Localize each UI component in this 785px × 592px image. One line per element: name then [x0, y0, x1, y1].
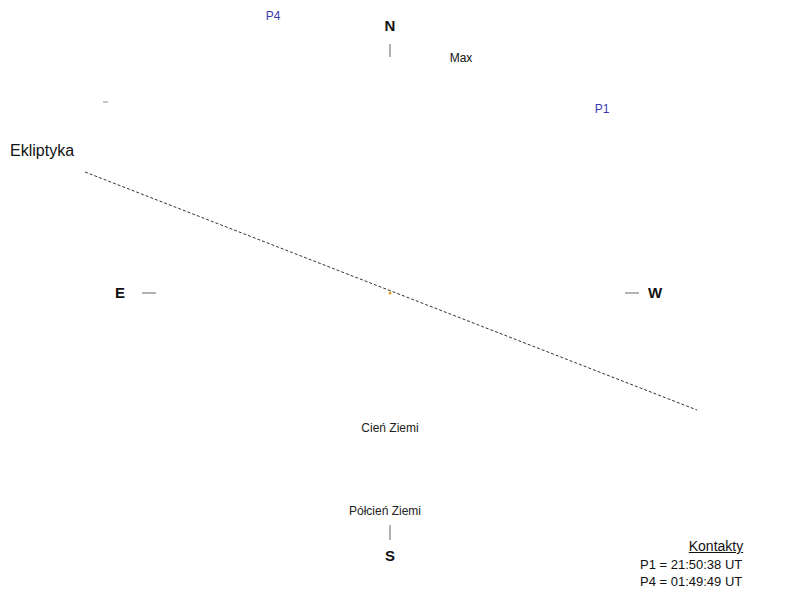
- label-holder: P4 = 01:49:49 UT: [640, 572, 742, 590]
- north-tick: [390, 44, 391, 57]
- moon-mare: [269, 38, 283, 48]
- penumbra-disc: [185, 88, 595, 498]
- moon-disc: [401, 65, 475, 139]
- penumbra-node: Półcień ZiemiCień Ziemi: [185, 88, 595, 498]
- moon-shape: [559, 120, 645, 206]
- moon-mare: [416, 74, 426, 82]
- moon-mare: [281, 62, 291, 76]
- moon-mare: [612, 175, 620, 183]
- contact-label: P4: [266, 9, 281, 23]
- moon-mare: [255, 42, 265, 50]
- penumbra-shape: [185, 88, 595, 498]
- compass-letter: E: [115, 284, 125, 301]
- moon-shape: [395, 59, 481, 145]
- note-text: P4 = 01:49:49 UT: [640, 574, 742, 589]
- moon-mare: [582, 167, 588, 175]
- moon-mare: [444, 78, 452, 90]
- moon-mare: [458, 102, 466, 112]
- moon-mare: [430, 70, 444, 80]
- contact-label: Max: [450, 51, 473, 65]
- umbra-disc: [274, 177, 506, 409]
- umbra-shape: [274, 177, 506, 409]
- contact-label: P1: [595, 102, 610, 116]
- moon-mare: [628, 173, 634, 179]
- moon-mare: [297, 70, 305, 80]
- label-holder: N: [385, 17, 396, 35]
- label-holder: Ekliptyka: [10, 142, 74, 160]
- moon-mare: [608, 139, 616, 151]
- moon-disc: [565, 126, 639, 200]
- moon-highland: [408, 96, 449, 137]
- text-holder: Półcień Ziemi: [349, 501, 421, 519]
- moon-mare: [442, 94, 452, 108]
- compass-letter: S: [385, 547, 395, 564]
- moon-highland: [247, 64, 287, 104]
- region-label: Cień Ziemi: [330, 420, 450, 436]
- moon-mare: [574, 151, 586, 161]
- east-tick: [142, 293, 156, 294]
- moon-mare: [594, 131, 608, 141]
- note-text: Kontakty: [689, 538, 743, 554]
- moon-mare: [448, 114, 456, 122]
- stray-tick: [103, 102, 108, 103]
- text-holder: Cień Ziemi: [330, 418, 450, 436]
- moon-shape: [235, 28, 319, 112]
- umbra-node: Cień Ziemi: [274, 177, 506, 409]
- ecliptic-line: [85, 172, 697, 410]
- moon-node: P1: [559, 120, 645, 206]
- moon-mare: [291, 56, 299, 64]
- moon-halo: [396, 60, 481, 145]
- center-dot: [389, 292, 392, 295]
- west-tick: [625, 293, 639, 294]
- note-text: P1 = 21:50:38 UT: [640, 557, 742, 572]
- moon-mare: [273, 78, 283, 86]
- moon-mare: [616, 149, 624, 157]
- moon-disc: [241, 34, 313, 106]
- moon-mare: [464, 112, 470, 118]
- label-holder: W: [648, 284, 662, 302]
- moon-mare: [303, 80, 309, 86]
- moon-mare: [287, 82, 295, 90]
- moon-mare: [263, 56, 279, 68]
- moon-mare: [580, 135, 590, 143]
- label-holder: E: [115, 284, 125, 302]
- moon-node: Max: [395, 59, 481, 145]
- moon-mare: [598, 171, 608, 179]
- text-holder: P4: [266, 6, 281, 24]
- text-holder: P1: [595, 99, 610, 117]
- text-holder: Max: [450, 48, 473, 66]
- south-tick: [390, 525, 391, 540]
- moon-mare: [283, 46, 291, 58]
- moon-mare: [424, 88, 440, 100]
- label-holder: Kontakty: [689, 537, 743, 555]
- region-label: Półcień Ziemi: [349, 504, 421, 518]
- moon-mare: [410, 90, 422, 100]
- moon-highland: [572, 157, 613, 198]
- label-holder: S: [385, 547, 395, 565]
- note-text: Ekliptyka: [10, 142, 74, 160]
- moon-mare: [588, 149, 604, 161]
- moon-mare: [452, 88, 460, 96]
- compass-letter: N: [385, 17, 396, 34]
- moon-node: P4: [235, 28, 319, 112]
- moon-mare: [257, 74, 263, 82]
- compass-letter: W: [648, 284, 662, 301]
- moon-halo: [236, 29, 319, 112]
- moon-mare: [606, 155, 616, 169]
- moon-mare: [434, 110, 444, 118]
- moon-mare: [249, 58, 261, 68]
- moon-mare: [622, 163, 630, 173]
- moon-halo: [560, 121, 645, 206]
- label-holder: P1 = 21:50:38 UT: [640, 555, 742, 573]
- moon-mare: [418, 106, 424, 114]
